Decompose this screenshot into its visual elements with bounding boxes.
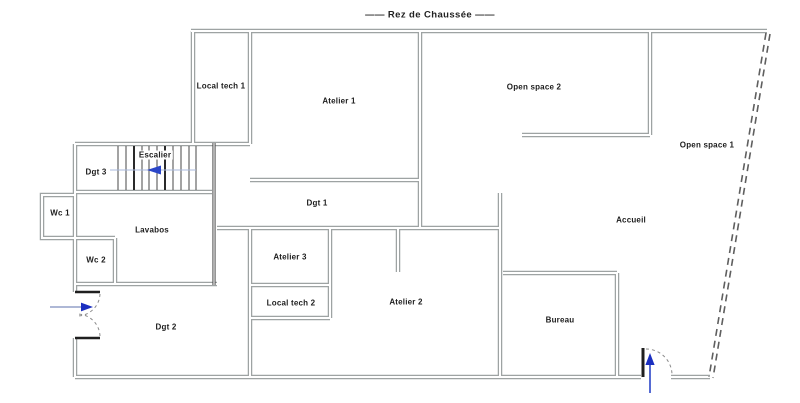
floor-title: —— Rez de Chaussée ——: [365, 9, 495, 21]
walls: [42, 31, 767, 377]
room-label-lavabos: Lavabos: [135, 225, 169, 235]
room-label-wc-2: Wc 2: [86, 255, 106, 265]
room-label-bureau: Bureau: [545, 315, 575, 325]
arrow-up-icon: [645, 353, 655, 365]
glazed-facade-wall: [708, 32, 771, 379]
room-label-wc-1: Wc 1: [50, 208, 70, 218]
room-label-atelier-2: Atelier 2: [389, 297, 423, 307]
room-label-local-tech-1: Local tech 1: [196, 81, 246, 91]
room-label-atelier-3: Atelier 3: [273, 252, 307, 262]
room-label-dgt-3: Dgt 3: [85, 167, 107, 177]
room-label-open-space-1: Open space 1: [679, 140, 735, 150]
entrance-door-south: [641, 348, 673, 393]
room-label-open-space-2: Open space 2: [506, 82, 562, 92]
room-label-dgt-1: Dgt 1: [306, 198, 328, 208]
room-label-local-tech-2: Local tech 2: [266, 298, 316, 308]
room-label-atelier-1: Atelier 1: [322, 96, 356, 106]
room-label-escalier: Escalier: [136, 150, 174, 160]
room-label-dgt-2: Dgt 2: [155, 322, 177, 332]
arrow-right-icon: [81, 302, 93, 312]
entrance-door-west: [50, 290, 101, 340]
room-label-accueil: Accueil: [616, 215, 646, 225]
arrow-left-icon: [147, 165, 161, 175]
